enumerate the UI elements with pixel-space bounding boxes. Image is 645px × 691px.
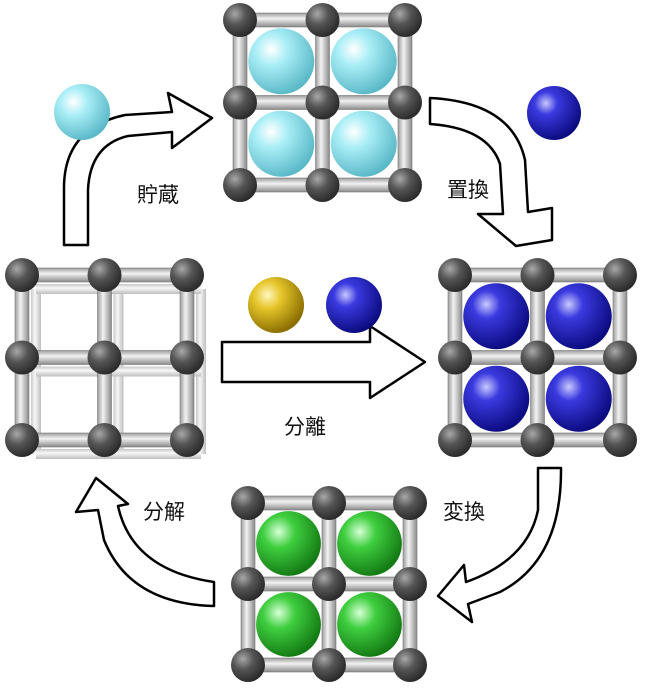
guest-ball — [330, 110, 397, 177]
rod — [36, 449, 201, 459]
free-yellow-ball — [248, 277, 304, 333]
node — [5, 423, 39, 457]
guest-ball — [337, 592, 402, 657]
node — [231, 648, 265, 682]
node — [520, 340, 555, 375]
label-storage: 貯蔵 — [137, 183, 179, 207]
node — [603, 258, 637, 292]
node — [305, 168, 340, 202]
guest-ball — [330, 28, 397, 95]
node — [393, 648, 427, 682]
guest-ball — [545, 365, 612, 432]
rod — [36, 366, 201, 377]
node — [603, 423, 637, 457]
node — [393, 567, 427, 601]
node — [438, 340, 472, 375]
node — [231, 567, 265, 601]
free-cyan-ball — [54, 84, 110, 140]
node — [438, 423, 472, 457]
free-blue-ball-2 — [326, 277, 382, 333]
guest-ball — [248, 110, 315, 177]
node — [520, 258, 555, 292]
node — [603, 340, 637, 375]
guest-ball — [256, 511, 321, 576]
framework-cyan-loaded — [223, 3, 422, 202]
arrow-exchange — [428, 96, 554, 248]
node — [305, 3, 340, 37]
arrow-decomposition — [74, 476, 216, 608]
arrow-conversion — [436, 466, 563, 624]
node — [231, 486, 265, 520]
free-blue-ball — [527, 86, 581, 140]
label-separation: 分離 — [284, 415, 326, 439]
rod — [36, 284, 201, 294]
node — [312, 486, 346, 520]
guest-ball — [463, 283, 530, 350]
node — [5, 340, 39, 375]
node — [388, 3, 422, 37]
node — [87, 340, 122, 375]
node — [87, 258, 122, 292]
framework-green-loaded — [231, 486, 427, 682]
node — [388, 168, 422, 202]
node — [170, 258, 204, 292]
framework-blue-loaded — [438, 258, 637, 457]
node — [223, 85, 257, 120]
node — [223, 3, 257, 37]
guest-ball — [256, 592, 321, 657]
arrow-separation — [220, 324, 427, 400]
node — [170, 340, 204, 375]
node — [312, 567, 346, 601]
node — [520, 423, 555, 457]
back-frame — [31, 284, 206, 459]
node — [223, 168, 257, 202]
framework-empty — [5, 258, 206, 459]
label-decomposition: 分解 — [143, 500, 185, 524]
node — [438, 258, 472, 292]
node — [170, 423, 204, 457]
node — [87, 423, 122, 457]
node — [5, 258, 39, 292]
label-conversion: 変換 — [443, 500, 485, 524]
guest-ball — [463, 365, 530, 432]
node — [393, 486, 427, 520]
node — [312, 648, 346, 682]
label-exchange: 置換 — [447, 178, 489, 202]
guest-ball — [337, 511, 402, 576]
guest-ball — [545, 283, 612, 350]
node — [388, 85, 422, 120]
node — [305, 85, 340, 120]
guest-ball — [248, 28, 315, 95]
